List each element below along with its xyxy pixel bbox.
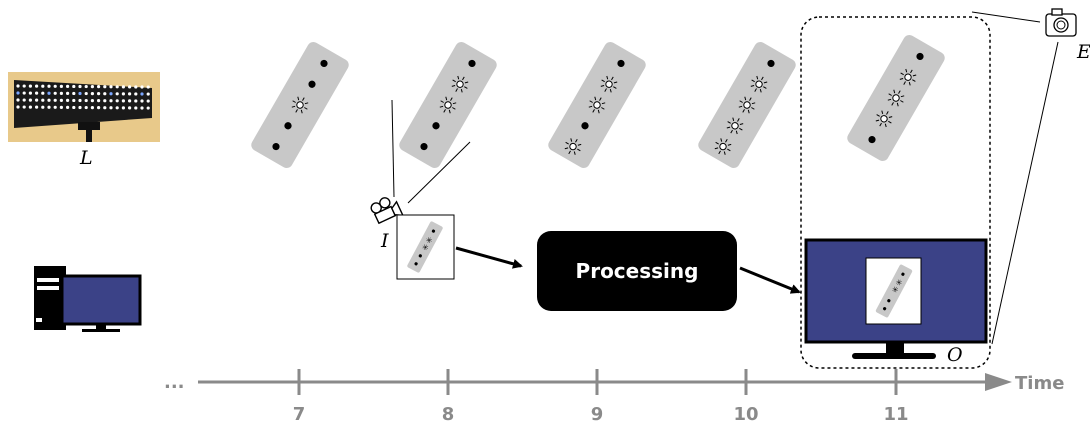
svg-text:✳: ✳ <box>424 235 434 246</box>
output-monitor: ✳ ✳ <box>804 238 988 359</box>
led-strip-frame <box>548 42 646 168</box>
unlit-led <box>468 59 476 68</box>
input-camera-label: I <box>380 230 389 252</box>
external-camera-capture-region <box>800 16 991 369</box>
unlit-led <box>617 59 625 68</box>
timeline-tick-label: 9 <box>591 404 604 425</box>
input-to-processing-arrow <box>455 246 523 269</box>
video-camera-icon <box>370 197 404 225</box>
timeline-ellipsis: ... <box>164 372 185 393</box>
unlit-led <box>868 135 876 144</box>
unlit-led <box>432 122 440 130</box>
led-strip-frame <box>847 35 945 161</box>
unlit-led <box>767 59 775 68</box>
timeline-arrowhead <box>985 373 1012 391</box>
led-panel-label: L <box>79 147 93 169</box>
led-panel-photo <box>8 72 160 142</box>
svg-text:✳: ✳ <box>890 284 900 295</box>
led-strip-sequence <box>251 35 945 168</box>
photo-camera-icon <box>1045 8 1077 37</box>
svg-text:✳: ✳ <box>894 277 904 288</box>
led-strip-frame <box>251 42 349 168</box>
unlit-led <box>272 142 280 151</box>
unlit-led <box>916 52 924 61</box>
timeline-tick-label: 8 <box>442 404 455 425</box>
timeline-ticks: 7 8 9 10 11 <box>293 369 909 425</box>
svg-text:✳: ✳ <box>420 242 430 253</box>
unlit-led <box>581 122 589 130</box>
processing-label: Processing <box>576 259 699 283</box>
unlit-led <box>320 59 328 68</box>
captured-image: ✳ ✳ <box>396 214 455 280</box>
timeline-tick-label: 11 <box>883 404 908 425</box>
computer-icon <box>34 266 142 332</box>
camera-view-line <box>407 141 471 204</box>
output-label: O <box>947 344 963 366</box>
unlit-led <box>308 80 316 88</box>
led-strip-frame <box>399 42 497 168</box>
led-panel-lights <box>16 84 150 110</box>
timeline-tick-label: 7 <box>293 404 306 425</box>
processing-to-output-arrow <box>739 266 801 294</box>
timeline-axis-label: Time <box>1015 373 1064 394</box>
external-camera-label: E <box>1076 41 1090 63</box>
camera-view-line <box>391 99 395 198</box>
timeline-tick-label: 10 <box>733 404 758 425</box>
processing-block: Processing <box>537 231 737 311</box>
external-camera-view-line <box>991 41 1059 345</box>
external-camera-view-line <box>971 11 1041 23</box>
led-strip-frame <box>698 42 796 168</box>
unlit-led <box>420 142 428 151</box>
unlit-led <box>284 122 292 130</box>
